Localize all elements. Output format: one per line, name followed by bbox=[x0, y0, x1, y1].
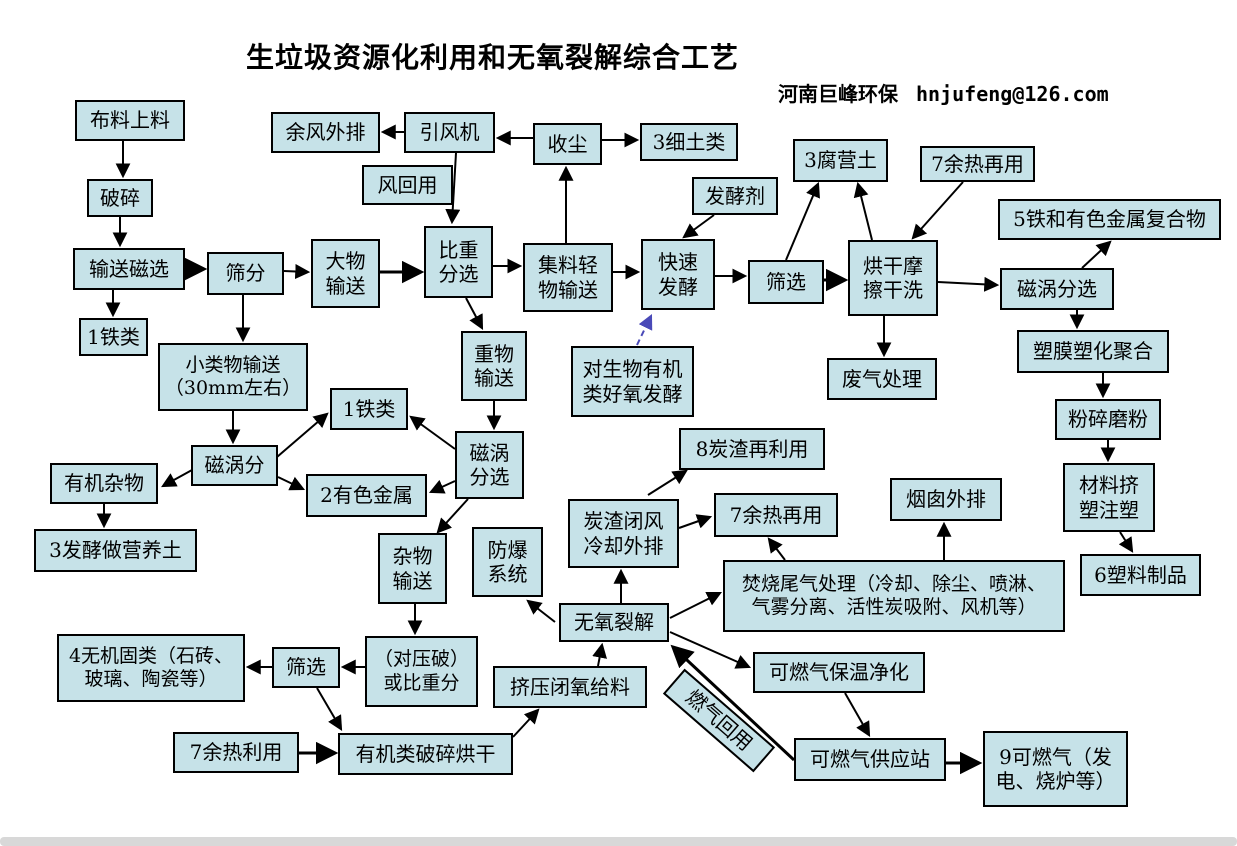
flow-node-dust-collect: 收尘 bbox=[533, 123, 602, 165]
flow-edge bbox=[428, 479, 456, 494]
flow-edge bbox=[445, 152, 461, 225]
flow-edge bbox=[678, 514, 713, 529]
edge-group bbox=[96, 124, 1134, 775]
flow-edge bbox=[283, 263, 311, 279]
flow-node-excess-air: 余风外排 bbox=[271, 112, 380, 153]
flow-node-dry-friction: 烘干摩 擦干洗 bbox=[848, 240, 938, 316]
flow-node-draft-fan: 引风机 bbox=[404, 112, 495, 153]
flow-edge bbox=[937, 276, 1000, 292]
flow-node-air-reuse: 风回用 bbox=[362, 165, 453, 205]
flow-edge bbox=[682, 214, 715, 239]
flow-node-iron-1-left: 1铁类 bbox=[79, 318, 148, 356]
flow-edge bbox=[1118, 531, 1134, 553]
flow-node-screen-bot: 筛选 bbox=[272, 647, 340, 688]
flow-node-eddy-left: 磁涡分 bbox=[191, 445, 278, 486]
flow-node-gas-station: 可燃气供应站 bbox=[794, 738, 946, 781]
flow-edge bbox=[592, 642, 607, 667]
flow-node-gas-purify: 可燃气保温净化 bbox=[753, 652, 925, 693]
flow-node-fast-ferment: 快速 发酵 bbox=[641, 239, 715, 310]
flow-node-heavy-convey: 重物 输送 bbox=[461, 331, 527, 401]
flow-edge bbox=[277, 476, 306, 491]
flow-node-extrude-mold: 材料挤 塑注塑 bbox=[1063, 463, 1155, 532]
flow-node-screen-mid: 筛选 bbox=[748, 260, 824, 304]
flow-node-pyrolysis: 无氧裂解 bbox=[559, 603, 669, 642]
flow-edge bbox=[1081, 240, 1112, 269]
flow-node-inorganic-solid: 4无机固类（石砖、 玻璃、陶瓷等） bbox=[57, 634, 245, 702]
flow-edge bbox=[276, 412, 329, 458]
email-address: hnjufeng@126.com bbox=[916, 82, 1109, 106]
flow-node-large-convey: 大物 输送 bbox=[311, 239, 380, 308]
flow-node-heat-reuse-bot: 7余热再用 bbox=[714, 493, 838, 537]
flow-node-humus-soil: 3腐营土 bbox=[793, 139, 888, 182]
flow-edge bbox=[785, 181, 820, 261]
flow-edge bbox=[853, 181, 873, 241]
flow-node-ferment-agent: 发酵剂 bbox=[692, 177, 778, 215]
flow-node-press-break: （对压破） 或比重分 bbox=[365, 636, 478, 707]
flow-node-plastic-product: 6塑料制品 bbox=[1080, 554, 1201, 596]
header-info: 河南巨峰环保 hnjufeng@126.com bbox=[778, 78, 1109, 107]
flow-edge bbox=[844, 692, 871, 737]
flow-edge bbox=[512, 708, 540, 738]
flow-node-waste-gas: 废气处理 bbox=[827, 358, 937, 400]
flow-node-eddy-right: 磁涡分选 bbox=[1000, 268, 1114, 310]
page-title: 生垃圾资源化利用和无氧裂解综合工艺 bbox=[246, 41, 740, 74]
flow-node-fine-soil: 3细土类 bbox=[640, 123, 738, 161]
flow-node-heat-reuse-top: 7余热再用 bbox=[920, 146, 1035, 182]
flow-node-gas-product: 9可燃气（发 电、烧炉等） bbox=[983, 731, 1128, 807]
flow-edge bbox=[161, 469, 193, 488]
flow-node-organic-impurity: 有机杂物 bbox=[50, 463, 158, 504]
flow-node-film-polymer: 塑膜塑化聚合 bbox=[1017, 330, 1169, 373]
flow-node-organic-dry: 有机类破碎烘干 bbox=[338, 733, 513, 775]
flow-node-char-cooling: 炭渣闭风 冷却外排 bbox=[568, 499, 679, 568]
bottom-scrollbar-track bbox=[0, 837, 1237, 846]
flow-node-press-feed: 挤压闭氧给料 bbox=[493, 666, 647, 708]
flow-node-misc-convey: 杂物 输送 bbox=[378, 533, 447, 604]
flow-node-chimney: 烟囱外排 bbox=[890, 478, 1002, 521]
flow-node-crush: 破碎 bbox=[87, 179, 153, 217]
flow-edge bbox=[647, 469, 688, 496]
flow-node-explosion-proof: 防爆 系统 bbox=[472, 527, 543, 597]
flow-node-eddy-mid: 磁涡 分选 bbox=[455, 431, 524, 499]
company-name: 河南巨峰环保 bbox=[778, 82, 898, 106]
flow-edge bbox=[669, 631, 752, 669]
flow-node-aerobic-note: 对生物有机 类好氧发酵 bbox=[571, 346, 694, 417]
flow-edge bbox=[911, 181, 964, 240]
flow-node-metal-composite: 5铁和有色金属复合物 bbox=[998, 199, 1221, 240]
flow-node-gravity-sep: 比重 分选 bbox=[424, 226, 493, 298]
flow-node-nonferrous: 2有色金属 bbox=[306, 474, 427, 517]
flow-edge bbox=[670, 644, 796, 762]
flow-node-feed: 布料上料 bbox=[75, 100, 185, 141]
flow-node-iron-1-mid: 1铁类 bbox=[330, 388, 408, 430]
flow-node-grind: 粉碎磨粉 bbox=[1055, 399, 1161, 440]
flow-edge bbox=[636, 313, 653, 346]
flow-node-light-convey: 集料轻 物输送 bbox=[523, 243, 613, 312]
flow-edge bbox=[526, 599, 556, 623]
flow-node-sieve-top: 筛分 bbox=[207, 252, 284, 295]
flow-edge bbox=[767, 537, 786, 561]
flow-node-heat-use: 7余热利用 bbox=[173, 732, 299, 773]
flow-node-ferment-soil: 3发酵做营养土 bbox=[34, 529, 197, 572]
flow-edge bbox=[316, 687, 343, 731]
flow-node-tail-gas: 焚烧尾气处理（冷却、除尘、喷淋、 气雾分离、活性炭吸附、风机等） bbox=[723, 560, 1065, 632]
flow-node-char-reuse: 8炭渣再利用 bbox=[679, 428, 825, 470]
flow-edge bbox=[465, 297, 484, 330]
flow-node-small-convey: 小类物输送 （30mm左右） bbox=[158, 343, 308, 411]
flow-node-convey-magnet: 输送磁选 bbox=[73, 248, 185, 290]
flow-edge bbox=[409, 415, 456, 450]
flow-edge bbox=[669, 591, 723, 619]
flow-edge bbox=[436, 498, 469, 534]
